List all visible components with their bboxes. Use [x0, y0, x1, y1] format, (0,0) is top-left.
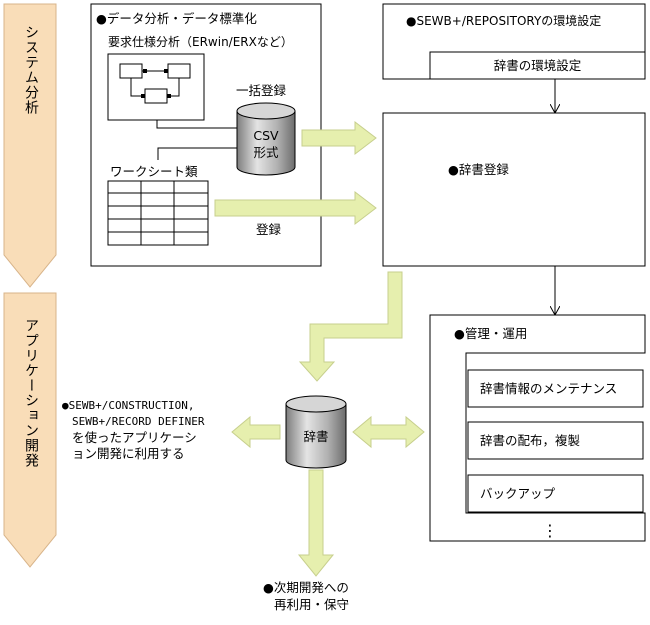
- er-diagram-icon: [107, 53, 205, 121]
- bulk-register-label: 一括登録: [236, 83, 287, 98]
- management-item-backup: バックアップ: [480, 486, 556, 501]
- dictionary-env-box: [429, 51, 646, 80]
- phase-development-label: アプリケーション開発: [23, 318, 39, 468]
- dictionary-cylinder: [285, 395, 347, 469]
- dictionary-register-label: ●辞書登録: [448, 162, 509, 177]
- construction-line2: SEWB+/RECORD DEFINER: [72, 415, 205, 428]
- dictionary-to-construction-arrow: [231, 415, 281, 449]
- repository-env-title: ●SEWB+/REPOSITORYの環境設定: [406, 14, 602, 28]
- worksheet-to-csv-line: [157, 148, 246, 160]
- phase-analysis-label: システム分析: [23, 25, 39, 115]
- worksheets-label: ワークシート類: [110, 164, 198, 179]
- csv-label-line1: CSV: [253, 128, 279, 143]
- next-dev-line2: 再利用・保守: [274, 597, 350, 612]
- management-item-maintenance: 辞書情報のメンテナンス: [480, 381, 618, 396]
- csv-label-line2: 形式: [253, 145, 279, 160]
- management-item-distribution: 辞書の配布，複製: [480, 433, 581, 448]
- csv-cylinder: [236, 102, 296, 176]
- register-to-dictionary-arrow: [298, 271, 403, 382]
- dictionary-env-label: 辞書の環境設定: [493, 58, 582, 73]
- er-to-csv-line: [156, 120, 246, 128]
- phase-analysis-shape: [3, 3, 57, 288]
- data-analysis-title: ●データ分析・データ標準化: [96, 11, 257, 26]
- worksheet-to-register-arrow: [214, 190, 377, 226]
- register-label: 登録: [256, 222, 282, 237]
- worksheet-grid-icon: [107, 180, 209, 246]
- requirements-analysis-label: 要求仕様分析（ERwin/ERXなど）: [108, 35, 293, 49]
- management-box: [429, 314, 646, 542]
- management-item-maintenance-box: [467, 369, 644, 408]
- dictionary-management-bidirectional-arrow: [352, 415, 425, 449]
- dictionary-register-box: [382, 112, 646, 267]
- management-ellipsis: ⋮: [542, 521, 558, 540]
- management-item-distribution-box: [467, 421, 644, 460]
- management-title: ●管理・運用: [454, 326, 528, 341]
- construction-line1: ●SEWB+/CONSTRUCTION,: [62, 399, 195, 412]
- flow-arrows: [214, 120, 425, 577]
- construction-line4: ョン開発に利用する: [72, 446, 185, 461]
- next-dev-line1: ●次期開発への: [263, 580, 349, 595]
- csv-to-register-arrow: [301, 120, 377, 156]
- dictionary-label: 辞書: [303, 429, 329, 444]
- phase-development-shape: [3, 292, 57, 568]
- management-item-backup-box: [467, 474, 644, 513]
- construction-line3: を使ったアプリケーシ: [72, 430, 197, 445]
- dictionary-to-next-dev-arrow: [297, 469, 335, 577]
